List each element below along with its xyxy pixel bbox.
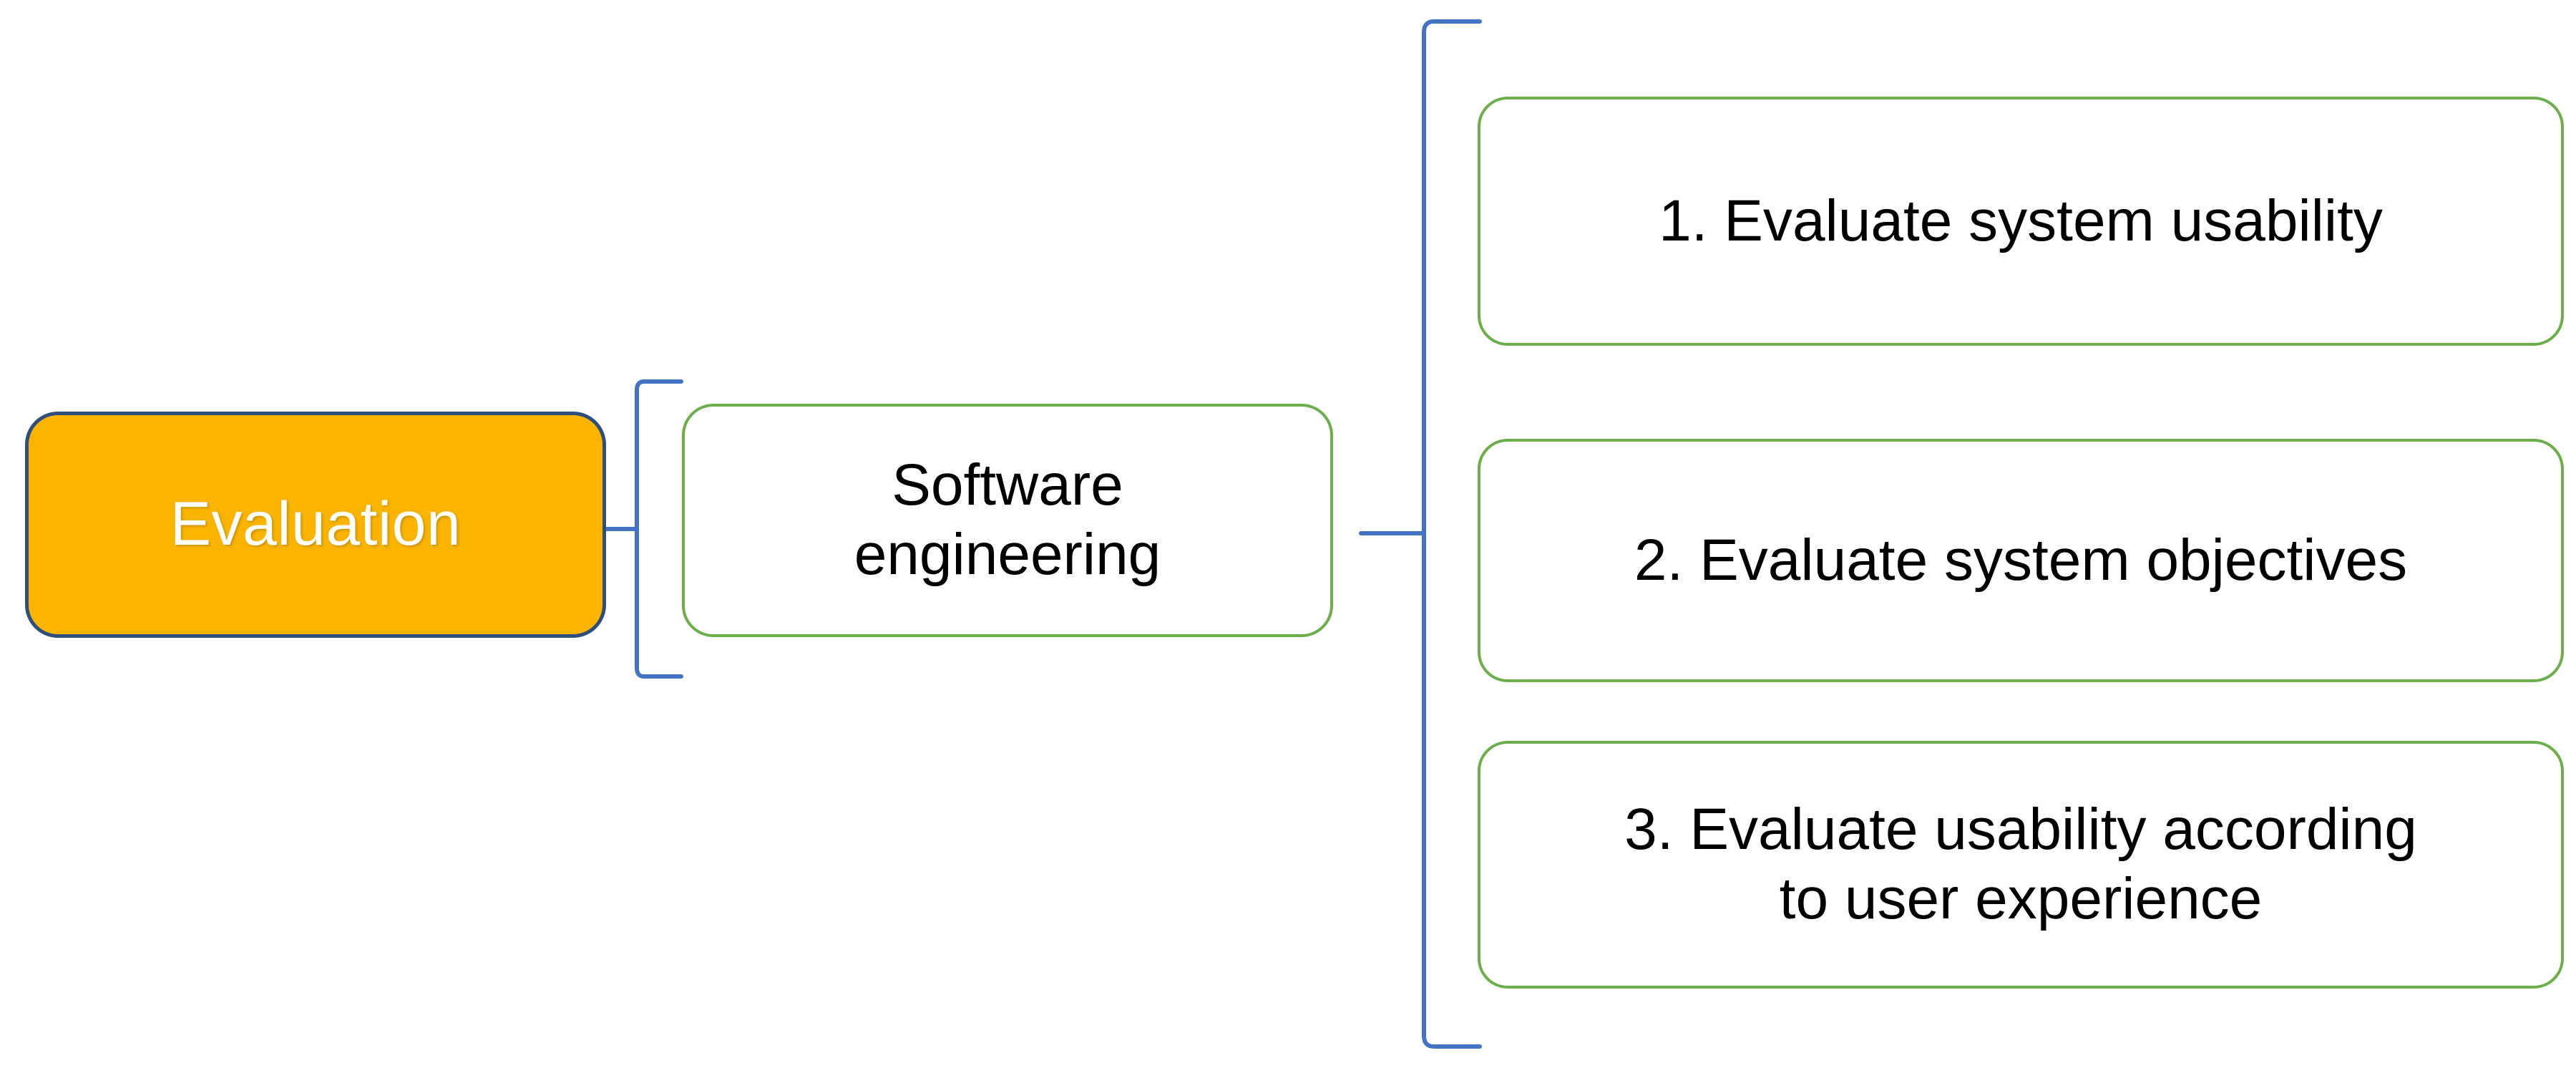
node-evaluation[interactable]: Evaluation (25, 412, 606, 638)
node-evaluate-usability-user-experience-label: 3. Evaluate usability according to user … (1624, 797, 2417, 931)
node-software-engineering-label: Software engineering (854, 452, 1161, 587)
node-evaluation-label: Evaluation (170, 490, 462, 559)
node-software-engineering[interactable]: Software engineering (682, 404, 1333, 637)
root-to-branch-bracket (635, 379, 683, 679)
node-evaluate-system-objectives[interactable]: 2. Evaluate system objectives (1478, 439, 2564, 682)
node-evaluate-system-usability[interactable]: 1. Evaluate system usability (1478, 97, 2564, 346)
node-evaluate-system-usability-label: 1. Evaluate system usability (1659, 188, 2383, 253)
branch-to-leaves-bracket (1422, 19, 1482, 1049)
node-evaluate-system-objectives-label: 2. Evaluate system objectives (1634, 527, 2408, 593)
node-evaluate-usability-user-experience[interactable]: 3. Evaluate usability according to user … (1478, 741, 2564, 989)
